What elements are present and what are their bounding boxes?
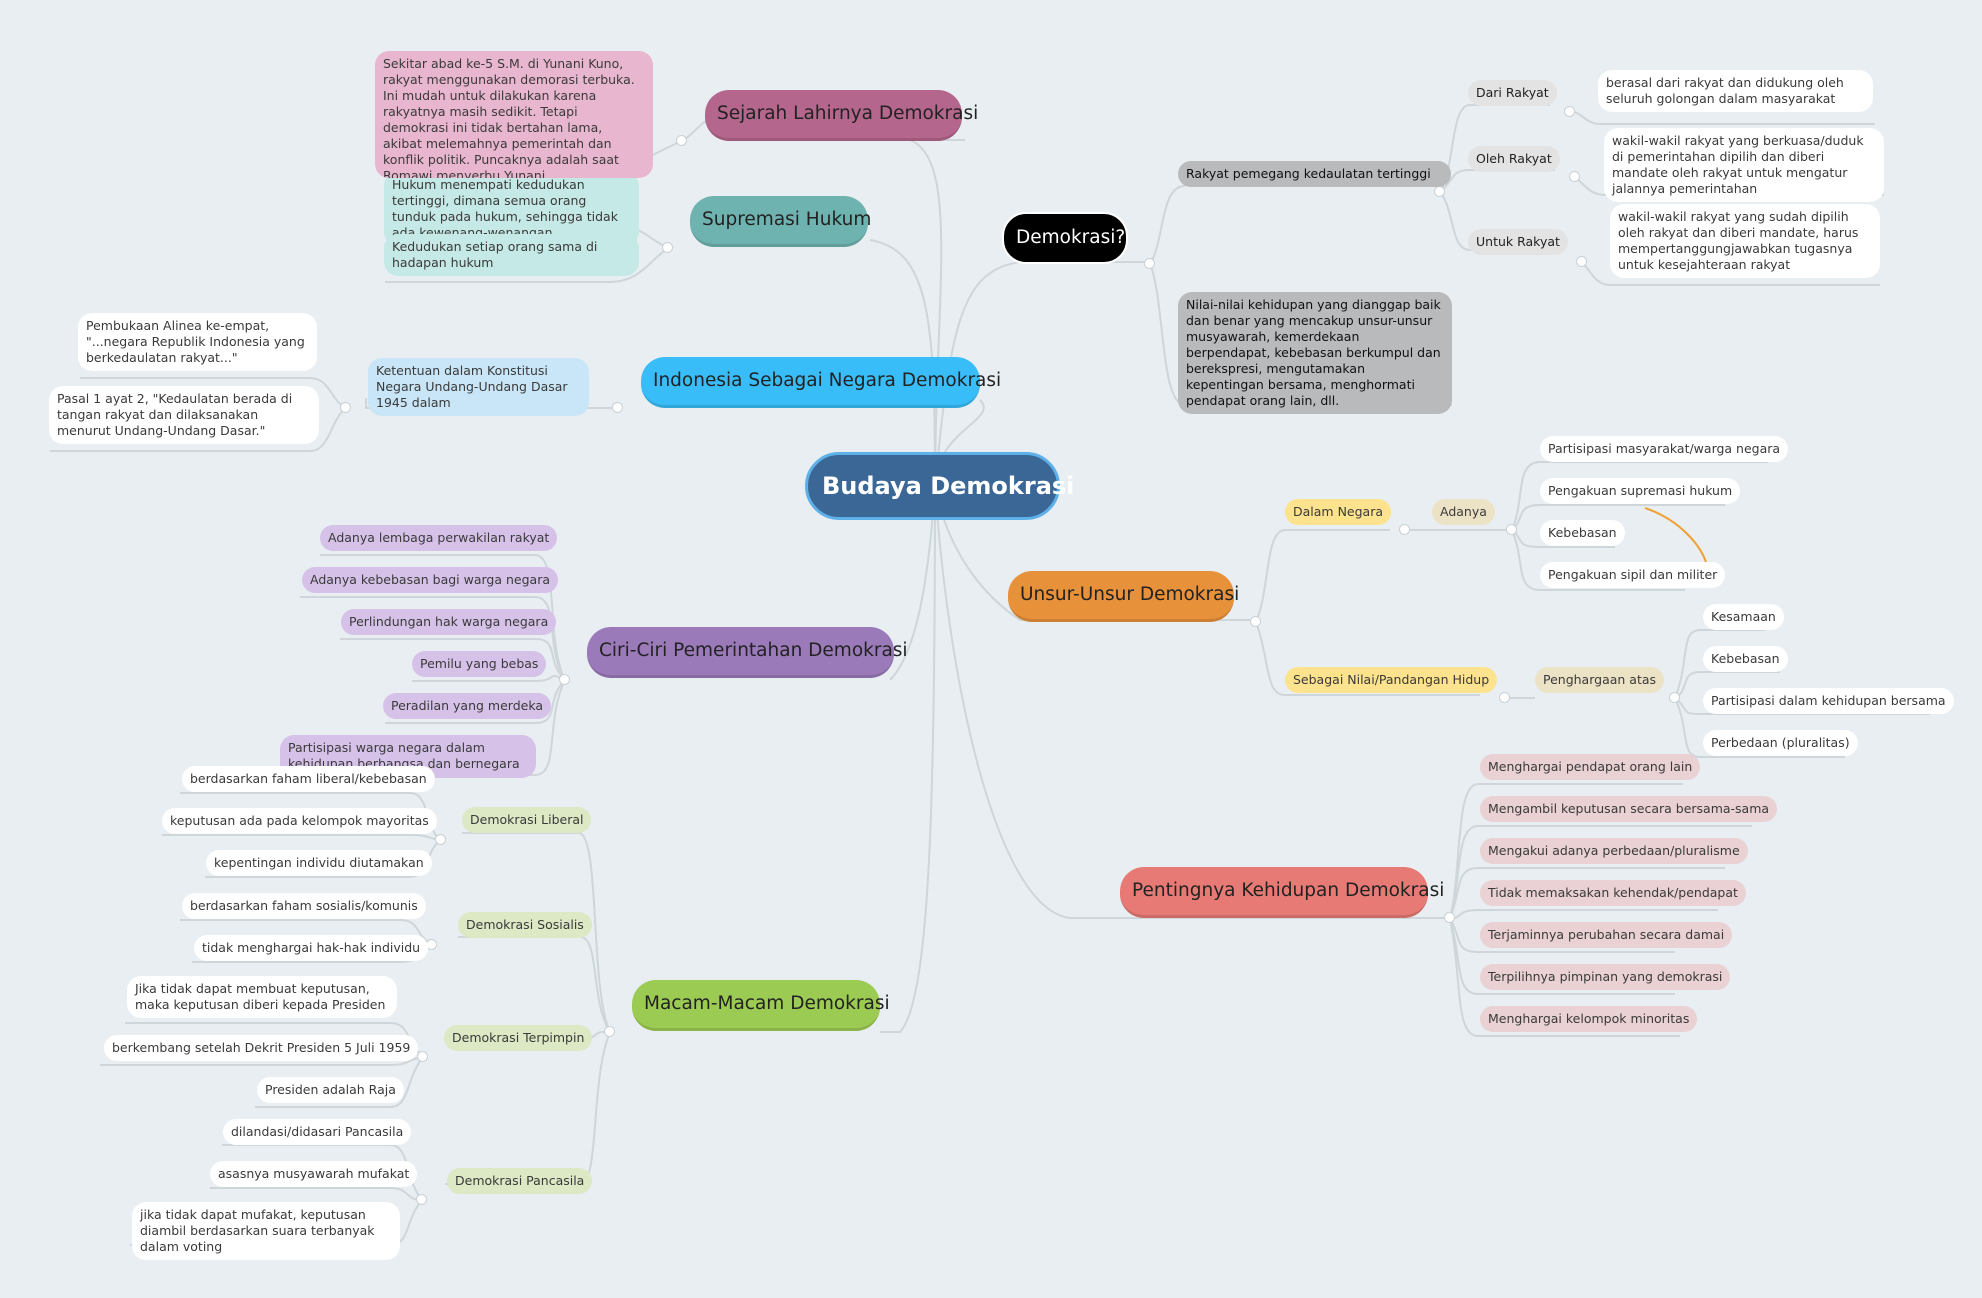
adanya-item-3[interactable]: Kebebasan: [1540, 520, 1625, 546]
branch-demokrasi[interactable]: Demokrasi?: [1002, 212, 1128, 264]
junction-dot: [676, 135, 687, 146]
demokrasi-oleh-rakyat[interactable]: Oleh Rakyat: [1468, 146, 1560, 172]
penting-item-2[interactable]: Mengambil keputusan secara bersama-sama: [1480, 796, 1778, 822]
branch-penting[interactable]: Pentingnya Kehidupan Demokrasi: [1120, 867, 1444, 918]
penting-item-7[interactable]: Menghargai kelompok minoritas: [1480, 1006, 1698, 1032]
junction-dot: [1564, 106, 1575, 117]
dari-rakyat-text[interactable]: berasal dari rakyat dan didukung oleh se…: [1598, 70, 1873, 112]
pancasila-item-1[interactable]: dilandasi/didasari Pancasila: [223, 1119, 412, 1145]
branch-macam[interactable]: Macam-Macam Demokrasi: [632, 980, 890, 1031]
liberal-item-3[interactable]: kepentingan individu diutamakan: [206, 850, 432, 876]
macam-pancasila[interactable]: Demokrasi Pancasila: [447, 1168, 593, 1194]
adanya-item-4[interactable]: Pengakuan sipil dan militer: [1540, 562, 1726, 588]
unsur-adanya[interactable]: Adanya: [1432, 499, 1495, 525]
unsur-penghargaan[interactable]: Penghargaan atas: [1535, 667, 1665, 693]
untuk-rakyat-text[interactable]: wakil-wakil rakyat yang sudah dipilih ol…: [1610, 204, 1880, 278]
junction-dot: [340, 402, 351, 413]
supremasi-item-1[interactable]: Hukum menempati kedudukan tertinggi, dim…: [384, 172, 639, 246]
penting-item-1[interactable]: Menghargai pendapat orang lain: [1480, 754, 1701, 780]
penting-item-3[interactable]: Mengakui adanya perbedaan/pluralisme: [1480, 838, 1748, 864]
pancasila-item-2[interactable]: asasnya musyawarah mufakat: [210, 1161, 418, 1187]
indonesia-item-2[interactable]: Pasal 1 ayat 2, "Kedaulatan berada di ta…: [49, 386, 319, 444]
branch-supremasi[interactable]: Supremasi Hukum: [690, 196, 871, 247]
terpimpin-item-1[interactable]: Jika tidak dapat membuat keputusan, maka…: [127, 976, 397, 1018]
junction-dot: [1444, 912, 1455, 923]
junction-dot: [1499, 692, 1510, 703]
branch-ciri[interactable]: Ciri-Ciri Pemerintahan Demokrasi: [587, 627, 908, 678]
terpimpin-item-3[interactable]: Presiden adalah Raja: [257, 1077, 404, 1103]
ciri-item-5[interactable]: Peradilan yang merdeka: [383, 693, 551, 719]
demokrasi-dari-rakyat[interactable]: Dari Rakyat: [1468, 80, 1557, 106]
penting-item-5[interactable]: Terjaminnya perubahan secara damai: [1480, 922, 1733, 948]
branch-unsur[interactable]: Unsur-Unsur Demokrasi: [1008, 571, 1239, 622]
pancasila-item-3[interactable]: jika tidak dapat mufakat, keputusan diam…: [132, 1202, 400, 1260]
sosialis-item-2[interactable]: tidak menghargai hak-hak individu: [194, 935, 429, 961]
demokrasi-nilai[interactable]: Nilai-nilai kehidupan yang dianggap baik…: [1178, 292, 1452, 414]
oleh-rakyat-text[interactable]: wakil-wakil rakyat yang berkuasa/duduk d…: [1604, 128, 1884, 202]
junction-dot: [1434, 186, 1445, 197]
penghargaan-item-2[interactable]: Kebebasan: [1703, 646, 1788, 672]
demokrasi-untuk-rakyat[interactable]: Untuk Rakyat: [1468, 229, 1568, 255]
ciri-item-3[interactable]: Perlindungan hak warga negara: [341, 609, 557, 635]
demokrasi-rakyat[interactable]: Rakyat pemegang kedaulatan tertinggi: [1178, 161, 1451, 187]
unsur-dalam-negara[interactable]: Dalam Negara: [1285, 499, 1392, 525]
junction-dot: [1399, 524, 1410, 535]
adanya-item-2[interactable]: Pengakuan supremasi hukum: [1540, 478, 1741, 504]
macam-sosialis[interactable]: Demokrasi Sosialis: [458, 912, 592, 938]
junction-dot: [1506, 524, 1517, 535]
junction-dot: [435, 834, 446, 845]
junction-dot: [417, 1051, 428, 1062]
sejarah-text[interactable]: Sekitar abad ke-5 S.M. di Yunani Kuno, r…: [375, 51, 653, 178]
junction-dot: [1576, 256, 1587, 267]
penting-item-6[interactable]: Terpilihnya pimpinan yang demokrasi: [1480, 964, 1731, 990]
junction-dot: [559, 674, 570, 685]
ciri-item-1[interactable]: Adanya lembaga perwakilan rakyat: [320, 525, 558, 551]
liberal-item-1[interactable]: berdasarkan faham liberal/kebebasan: [182, 766, 435, 792]
supremasi-item-2[interactable]: Kedudukan setiap orang sama di hadapan h…: [384, 234, 639, 276]
penghargaan-item-3[interactable]: Partisipasi dalam kehidupan bersama: [1703, 688, 1954, 714]
indonesia-item-1[interactable]: Pembukaan Alinea ke-empat, "...negara Re…: [78, 313, 317, 371]
junction-dot: [1569, 171, 1580, 182]
root-topic[interactable]: Budaya Demokrasi: [805, 452, 1074, 520]
junction-dot: [1250, 616, 1261, 627]
junction-dot: [1669, 692, 1680, 703]
liberal-item-2[interactable]: keputusan ada pada kelompok mayoritas: [162, 808, 437, 834]
terpimpin-item-2[interactable]: berkembang setelah Dekrit Presiden 5 Jul…: [104, 1035, 419, 1061]
penting-item-4[interactable]: Tidak memaksakan kehendak/pendapat: [1480, 880, 1746, 906]
branch-indonesia[interactable]: Indonesia Sebagai Negara Demokrasi: [641, 357, 1001, 408]
unsur-sebagai-nilai[interactable]: Sebagai Nilai/Pandangan Hidup: [1285, 667, 1498, 693]
sosialis-item-1[interactable]: berdasarkan faham sosialis/komunis: [182, 893, 426, 919]
indonesia-konstitusi[interactable]: Ketentuan dalam Konstitusi Negara Undang…: [368, 358, 589, 416]
junction-dot: [1144, 258, 1155, 269]
junction-dot: [416, 1194, 427, 1205]
junction-dot: [662, 242, 673, 253]
penghargaan-item-1[interactable]: Kesamaan: [1703, 604, 1784, 630]
junction-dot: [612, 402, 623, 413]
macam-liberal[interactable]: Demokrasi Liberal: [462, 807, 592, 833]
junction-dot: [604, 1026, 615, 1037]
ciri-item-4[interactable]: Pemilu yang bebas: [412, 651, 547, 677]
ciri-item-2[interactable]: Adanya kebebasan bagi warga negara: [302, 567, 559, 593]
branch-sejarah[interactable]: Sejarah Lahirnya Demokrasi: [705, 90, 978, 141]
adanya-item-1[interactable]: Partisipasi masyarakat/warga negara: [1540, 436, 1789, 462]
penghargaan-item-4[interactable]: Perbedaan (pluralitas): [1703, 730, 1858, 756]
macam-terpimpin[interactable]: Demokrasi Terpimpin: [444, 1025, 593, 1051]
